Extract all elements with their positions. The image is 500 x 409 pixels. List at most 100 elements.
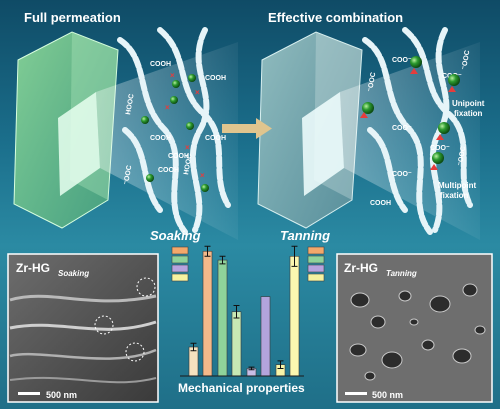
sem-pores [349,283,486,381]
process-arrow [222,118,272,139]
left-fiber-1 [117,37,188,235]
scale-label-left: 500 nm [46,390,77,400]
chart-bars [180,245,304,377]
scale-bar-right [345,392,367,395]
bar-0 [188,346,199,377]
panel-label-soaking-main: Zr-HG [16,261,50,275]
cross-mark-3: × [165,103,170,112]
cooh-label-4: COOH [168,153,189,160]
chart-title: Mechanical properties [178,381,305,395]
left-polymer-fibers [117,27,231,235]
binding-arrow [430,164,438,170]
legendL-swatch-0 [171,246,189,255]
cooh-label-5: COOH [158,167,179,174]
cooh-label-1: COOH [150,61,171,68]
ooc-label-1: ⁻OOC [367,72,377,93]
zr-sphere [172,80,180,88]
title-full-permeation: Full permeation [24,10,121,25]
hooc-label-2: HOOC [183,153,194,175]
cross-mark-5: × [200,171,205,180]
mechanical-properties-chart: Soaking Tanning Mechanical properties [150,228,330,395]
bar-3 [231,311,242,377]
binding-arrow [360,112,368,118]
sem-panel-soaking: Zr-HG Soaking 500 nm [7,253,159,403]
zr-sphere [188,74,196,82]
title-effective-combination: Effective combination [268,10,403,25]
error-bar-3 [233,304,240,319]
left-zr-spheres [141,74,209,192]
zr-sphere [448,74,460,86]
hooc-label-1: HOOC [125,93,136,115]
legendL-swatch-2 [171,264,189,273]
ooc-label-3: ⁻OOC [457,146,467,167]
unipoint-label-line2: fixation [454,109,483,118]
right-hydrogel-block [257,31,480,240]
scale-bar-left [18,392,40,395]
error-bar-4 [248,366,255,371]
error-bar-1 [204,245,211,257]
coo-label-5: COO⁻ [392,171,412,178]
multipoint-label-line2: fixation [440,191,469,200]
left-carboxyl-labels: COOH COOH COOH COOH COOH COOH HOOC HOOC … [123,61,226,185]
binding-arrow [436,134,444,140]
cross-mark-1: × [170,71,175,80]
left-repulsion-marks: × × × × × [165,71,205,180]
ooc-label-left: ⁻OOC [123,165,133,186]
cooh-label-right: COOH [370,200,391,207]
error-bar-0 [190,342,197,352]
bar-7 [289,255,300,377]
zr-sphere [362,102,374,114]
fixation-labels: Unipoint fixation Multipoint fixation [438,99,485,200]
ooc-label-2: ⁻OOC [461,50,471,71]
right-fiber-4 [367,127,408,213]
panel-label-soaking-sub: Soaking [58,269,89,278]
coo-label-1: COO⁻ [392,57,412,64]
chart-group-label-soaking: Soaking [150,228,201,243]
right-fiber-1 [362,37,433,235]
zr-sphere [201,184,209,192]
zr-sphere [186,122,194,130]
unipoint-label-line1: Unipoint [452,99,485,108]
zr-sphere [432,152,444,164]
left-fiber-4 [122,127,163,213]
right-polymer-fibers [362,27,473,235]
legendR-swatch-2 [307,264,325,273]
legendL-swatch-3 [171,273,189,282]
error-bar-7 [291,245,298,267]
panel-label-tanning-main: Zr-HG [344,261,378,275]
legend-swatches-soaking [171,246,189,282]
sem-panel-tanning: Zr-HG Tanning 500 nm [336,253,493,403]
coo-label-4: COO⁻ [430,145,450,152]
cooh-label-2: COOH [205,75,226,82]
right-fiber-2 [402,27,473,208]
zr-sphere [438,122,450,134]
error-bar-2 [219,255,226,265]
bar-5 [260,296,271,377]
right-gel-highlight-face [302,92,344,196]
cooh-label-6: COOH [205,135,226,142]
legendR-swatch-0 [307,246,325,255]
left-fiber-3 [189,27,210,233]
cross-mark-4: × [185,143,190,152]
zr-sphere [141,116,149,124]
cross-mark-2: × [195,88,200,97]
cooh-label-3: COOH [150,135,171,142]
coo-label-3: COO⁻ [392,125,412,132]
zr-sphere [146,174,154,182]
panel-label-tanning-sub: Tanning [386,269,417,278]
zr-sphere [410,56,422,68]
legendR-swatch-3 [307,273,325,282]
legendR-swatch-1 [307,255,325,264]
bar-2 [217,259,228,377]
bar-1 [202,250,213,377]
zr-sphere [170,96,178,104]
right-binding-arrows [360,68,456,170]
right-zr-spheres [362,56,460,164]
legend-swatches-tanning [307,246,325,282]
left-gel-highlight-face [58,92,100,196]
binding-arrow [410,68,418,74]
multipoint-label-line1: Multipoint [438,181,477,190]
chart-group-label-tanning: Tanning [280,228,330,243]
